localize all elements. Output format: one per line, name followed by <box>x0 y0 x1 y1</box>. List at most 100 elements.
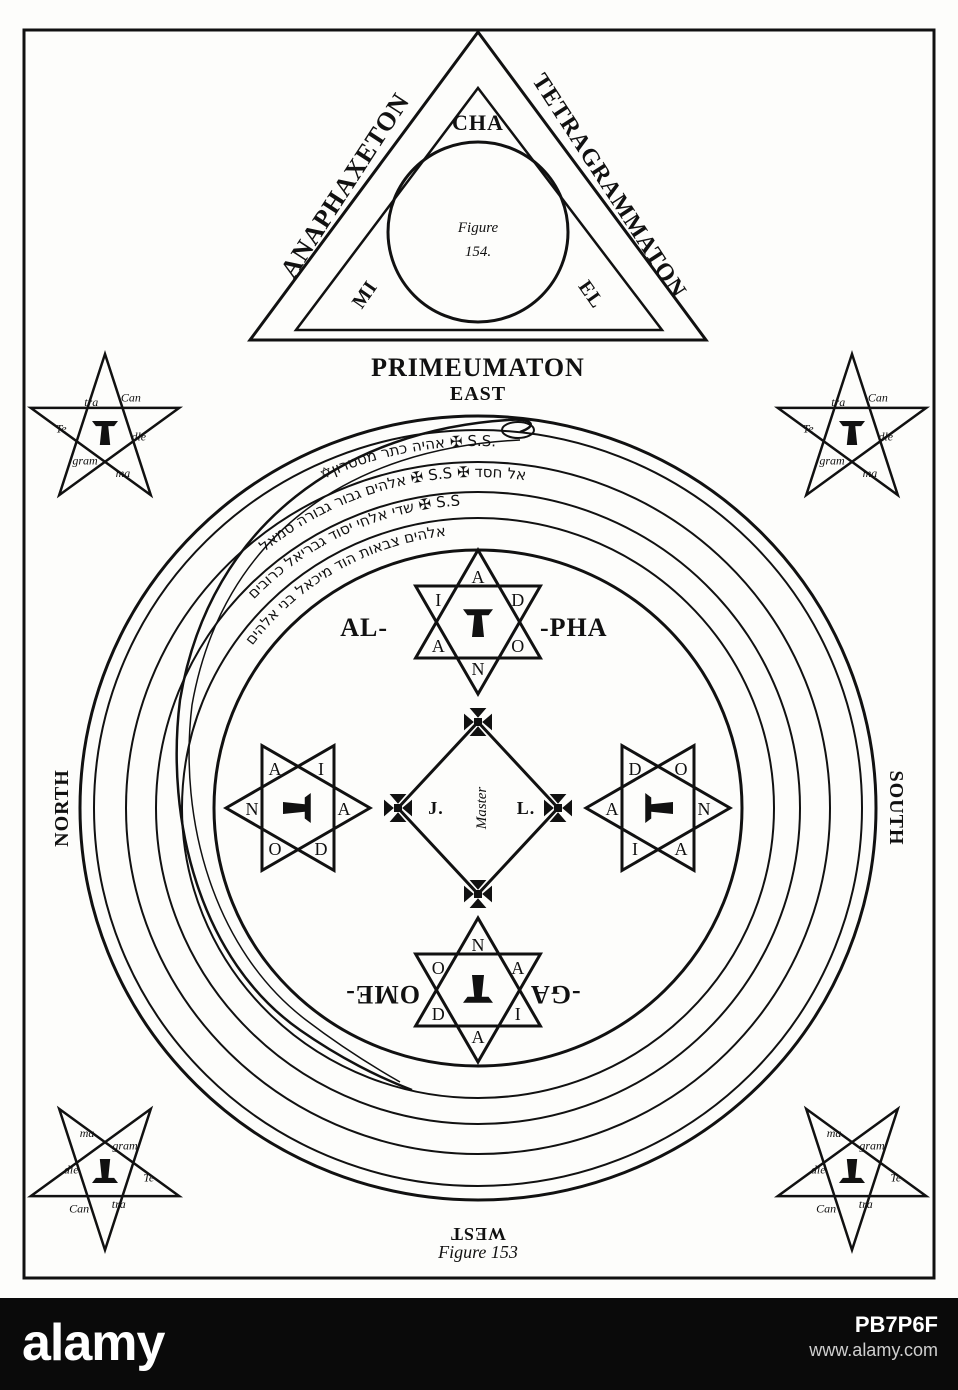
tau-cross-icon <box>92 1159 118 1184</box>
tau-cross-icon <box>92 420 118 445</box>
hexagram-letter: N <box>472 659 485 679</box>
hexagram-letter: D <box>432 1004 445 1024</box>
alpha-left-label: AL- <box>340 613 388 642</box>
engraving-plate: ANAPHAXETON TETRAGRAMMATON PRIMEUMATON C… <box>22 28 936 1280</box>
hexagram-letter: A <box>472 567 485 587</box>
hexagram-letter: O <box>511 636 524 656</box>
hexagram-letter: N <box>472 935 485 955</box>
serpent-head <box>501 421 535 439</box>
hexagram-letter: A <box>511 958 524 978</box>
serpent-body <box>175 418 533 1092</box>
pentagram-word: ma <box>80 1126 95 1140</box>
pentagram-word: Te <box>890 1171 902 1185</box>
east-label: EAST <box>450 383 506 405</box>
south-label: SOUTH <box>885 770 907 845</box>
figure-153-caption: Figure 153 <box>437 1242 518 1262</box>
pentagram-word: ma <box>116 466 131 480</box>
pentagram-word: ma <box>863 466 878 480</box>
mi-label: MI <box>348 277 382 313</box>
hexagram-letter: O <box>432 958 445 978</box>
cross-patee-group <box>384 708 572 908</box>
hexagram-letter: A <box>675 839 688 859</box>
hexagram-letter: A <box>472 1027 485 1047</box>
pentagram-word: Te <box>143 1171 155 1185</box>
tau-cross-icon <box>463 975 493 1003</box>
hexagram-letter: A <box>606 799 619 819</box>
figure-154-circle <box>386 140 570 324</box>
pentagram-top-right: Can dle ma gram Te tra <box>773 349 931 499</box>
pentagram-word: dle <box>878 430 893 444</box>
pentagram-word: Can <box>816 1202 836 1216</box>
hexagram-letter: A <box>269 759 282 779</box>
footer-url: www.alamy.com <box>809 1340 938 1360</box>
pentagram-word: dle <box>131 430 146 444</box>
cross-patee-icon <box>464 708 492 736</box>
tau-cross-icon <box>463 609 493 637</box>
hexagram-letter: D <box>629 759 642 779</box>
hexagram-letter: I <box>318 759 324 779</box>
pentagram-word: Te <box>803 421 815 435</box>
tau-cross-icon <box>283 793 311 823</box>
pentagram-word: ma <box>827 1126 842 1140</box>
tau-cross-icon <box>645 793 673 823</box>
figure-154-caption-line2: 154. <box>465 244 491 260</box>
north-label: NORTH <box>51 769 73 847</box>
omega-right-label: -GA <box>530 980 581 1009</box>
pentagram-word: gram <box>72 454 98 468</box>
west-label: WEST <box>450 1224 506 1244</box>
pentagram-word: gram <box>112 1139 138 1153</box>
plate-border <box>22 28 936 1280</box>
pentagram-word: tra <box>831 395 845 409</box>
serpent-inner-edge <box>188 439 521 1083</box>
cross-patee-icon <box>544 794 572 822</box>
pentagram-word: tra <box>84 395 98 409</box>
stock-footer-bar: alamy PB7P6F www.alamy.com <box>0 1298 958 1390</box>
inner-triangle <box>293 85 665 332</box>
hexagram-letter: N <box>698 799 711 819</box>
pentagram-word: Can <box>121 390 141 404</box>
el-label: EL <box>574 276 608 312</box>
hexagram-letter: D <box>511 590 524 610</box>
pentagram-word: dle <box>811 1162 826 1176</box>
alamy-logo: alamy <box>22 1314 165 1372</box>
pentagram-word: tra <box>112 1197 126 1211</box>
outer-triangle <box>247 29 709 342</box>
cha-label: CHA <box>452 110 504 135</box>
pentagram-word: gram <box>859 1139 885 1153</box>
anaphaxeton-label: ANAPHAXETON <box>274 88 415 283</box>
hexagram-letter: O <box>675 759 688 779</box>
pentagram-word: Can <box>69 1202 89 1216</box>
magic-circle-engraving: ANAPHAXETON TETRAGRAMMATON PRIMEUMATON C… <box>22 28 936 1280</box>
l-mark: L. <box>517 798 536 818</box>
hexagram-letter: I <box>435 590 441 610</box>
tau-cross-icon <box>839 420 865 445</box>
hexagram-letter: A <box>338 799 351 819</box>
pentagram-word: Te <box>56 421 68 435</box>
j-mark: J. <box>428 798 444 818</box>
master-label: Master <box>474 787 490 831</box>
alpha-right-label: -PHA <box>540 613 608 642</box>
primeumaton-label: PRIMEUMATON <box>371 353 585 382</box>
figure-154-caption-line1: Figure <box>457 220 499 236</box>
pentagram-word: dle <box>64 1162 79 1176</box>
cross-patee-icon <box>384 794 412 822</box>
hexagram-letter: O <box>269 839 282 859</box>
tau-cross-icon <box>839 1159 865 1184</box>
hexagram-letter: N <box>246 799 259 819</box>
hexagram-letter: I <box>632 839 638 859</box>
image-id: PB7P6F <box>854 1312 938 1337</box>
hexagram-letter: D <box>315 839 328 859</box>
pentagram-word: gram <box>819 454 845 468</box>
cross-patee-icon <box>464 880 492 908</box>
pentagram-word: Can <box>868 390 888 404</box>
omega-left-label: OME- <box>345 980 420 1009</box>
pentagram-word: tra <box>859 1197 873 1211</box>
